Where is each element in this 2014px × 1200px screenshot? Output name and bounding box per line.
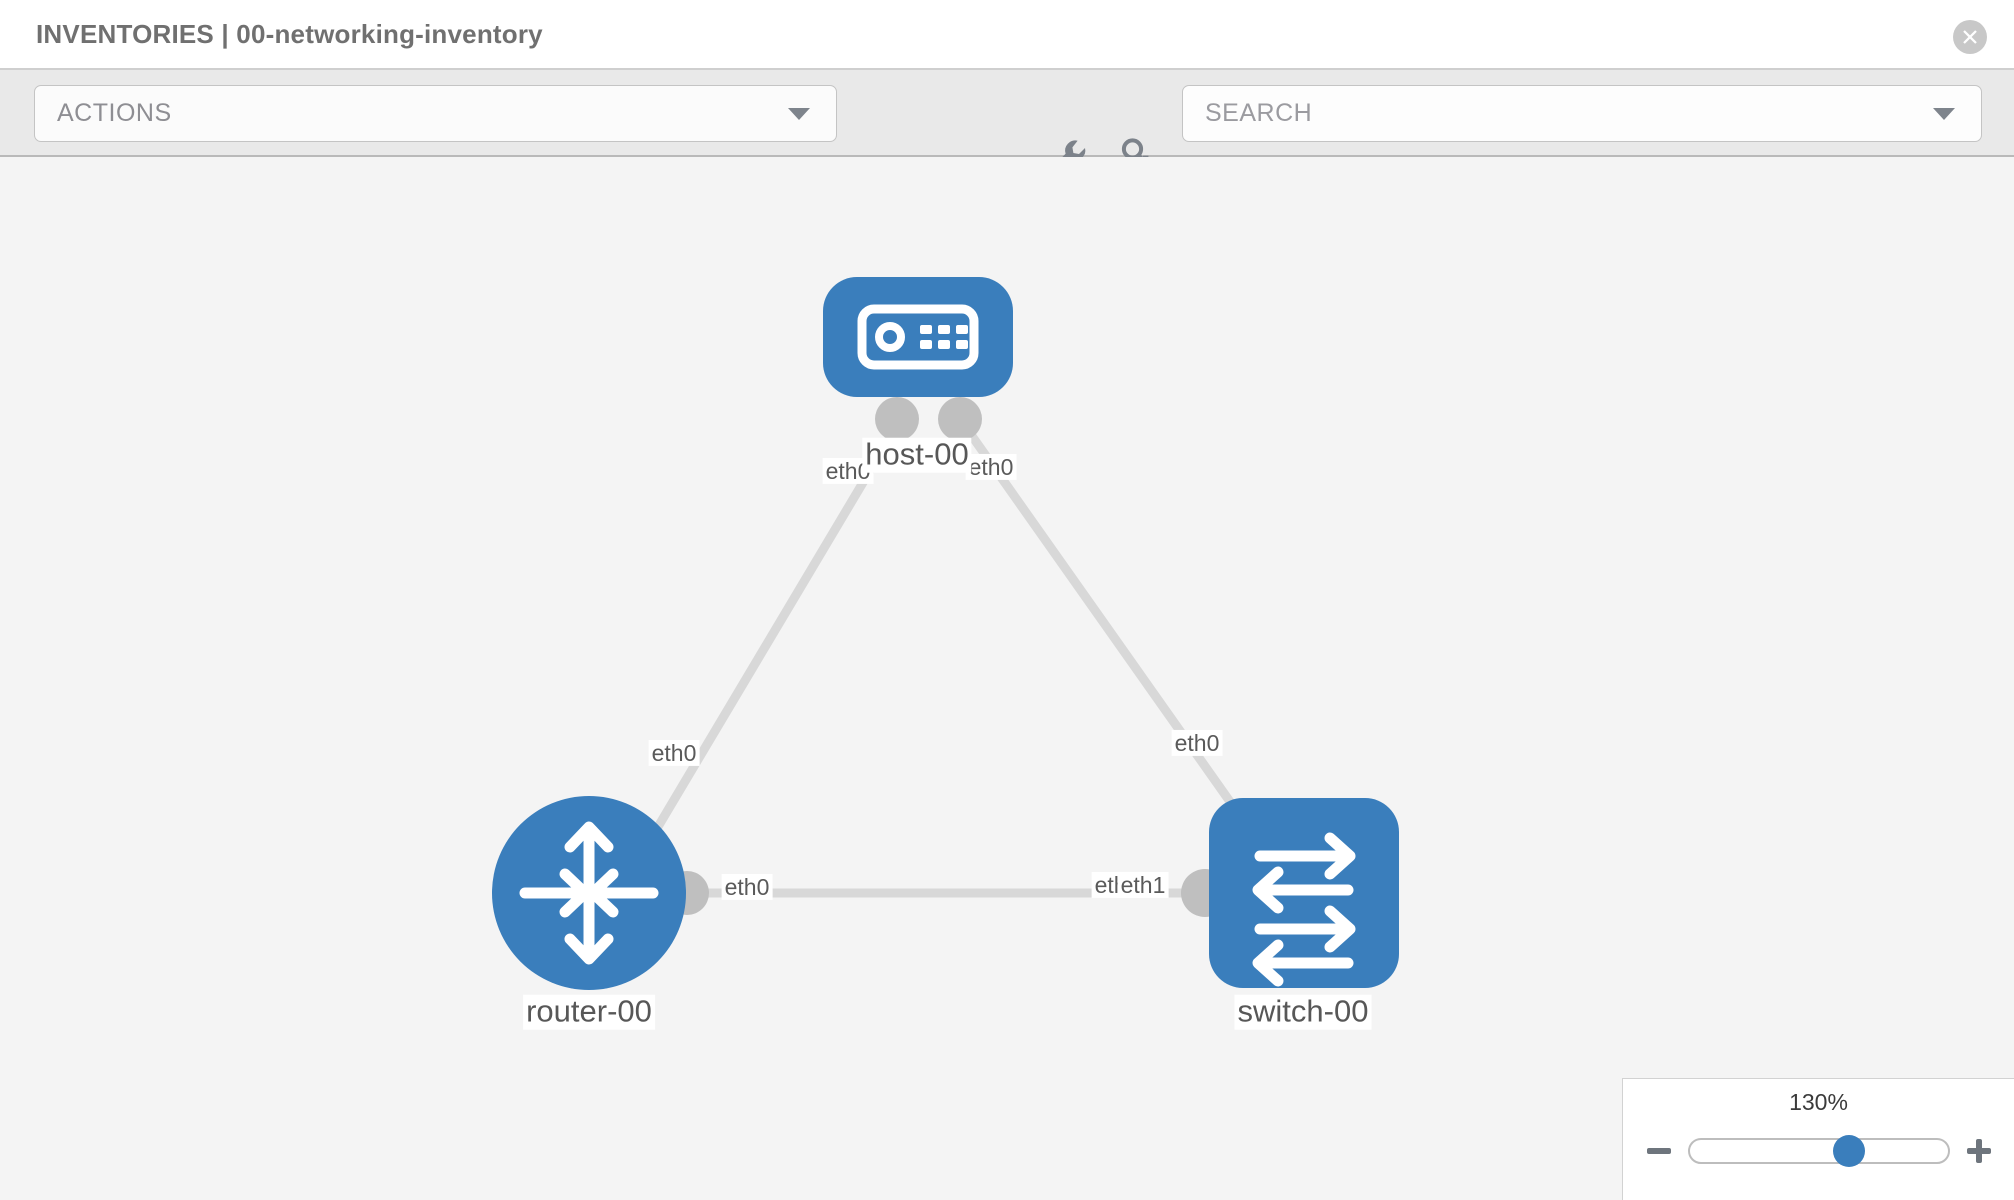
topology-links [635, 407, 1267, 898]
search-input[interactable]: SEARCH [1182, 85, 1982, 142]
connector-host-left [875, 397, 919, 441]
server-icon [857, 304, 979, 370]
zoom-slider-thumb[interactable] [1833, 1135, 1866, 1167]
node-label-switch: switch-00 [1234, 994, 1372, 1030]
connector-host-right [938, 397, 982, 441]
node-router-00 [492, 796, 686, 990]
interface-label: eth0 [1171, 729, 1223, 757]
router-arrows-icon [519, 821, 659, 965]
chevron-down-icon [788, 107, 810, 120]
zoom-level-label: 130% [1789, 1089, 1848, 1115]
node-host-00 [823, 277, 1013, 397]
page-title: INVENTORIES | 00-networking-inventory [36, 18, 543, 49]
interface-label: eth0 [648, 739, 700, 767]
switch-arrows-icon [1252, 832, 1356, 987]
actions-dropdown-label: ACTIONS [57, 99, 172, 127]
node-label-host: host-00 [862, 437, 972, 473]
node-switch-00 [1209, 798, 1399, 988]
interface-label: eth0 [965, 453, 1017, 481]
page-header: INVENTORIES | 00-networking-inventory [0, 0, 2014, 68]
link-host-router [635, 407, 910, 862]
zoom-in-button[interactable] [1962, 1134, 1996, 1168]
link-host-switch [950, 407, 1267, 852]
close-icon[interactable] [1953, 20, 1987, 54]
search-placeholder: SEARCH [1205, 99, 1313, 127]
node-label-router: router-00 [523, 994, 655, 1030]
actions-dropdown[interactable]: ACTIONS [34, 85, 837, 142]
chevron-down-icon[interactable] [1933, 107, 1955, 120]
topology-canvas[interactable]: eth0 eth0 host-00 eth0 eth0 eth0 eth0 et… [0, 157, 2014, 1200]
interface-label: eth0 [721, 873, 773, 901]
zoom-out-button[interactable] [1642, 1134, 1676, 1168]
toolbar: ACTIONS SEARCH [0, 68, 2014, 173]
interface-label: eth1 [1117, 871, 1169, 899]
topology-graph [492, 277, 1399, 990]
zoom-slider[interactable] [1687, 1135, 1950, 1167]
zoom-control: 130% [1622, 1078, 2014, 1200]
